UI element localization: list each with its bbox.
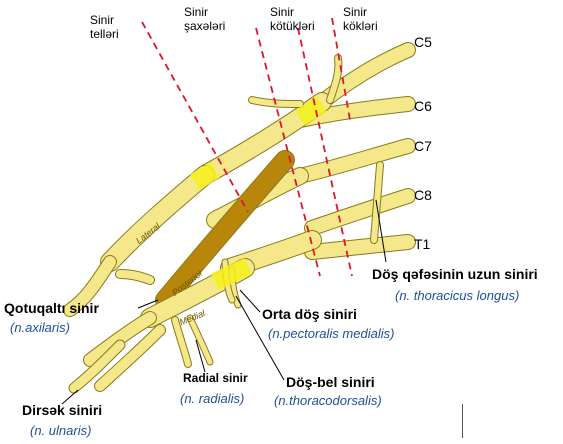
highlight-upper [295,96,327,126]
leader-radial [195,339,206,373]
latin-radial: (n. radialis) [180,391,245,406]
latin-long-thoracic: (n. thoracicus longus) [395,288,520,303]
root-label-c6: C6 [414,98,432,114]
latin-thoracodorsal: (n.thoracodorsalis) [274,393,382,408]
divider-terminal-branches [141,21,249,213]
zone-label-roots: Sinir kökləri [343,5,378,33]
branch-long-thoracic [371,162,383,243]
root-label-c7: C7 [414,138,432,154]
latin-ulnar: (n. ulnaris) [30,423,92,438]
label-pectoral-medial: Orta döş siniri [262,306,357,322]
label-radial: Radial sinir [183,371,248,385]
leader-ulnar [61,389,79,405]
leader-pectoral [239,289,261,313]
nerve-drawing [63,42,416,394]
leader-thoracodorsal [235,295,285,381]
label-thoracodorsal: Döş-bel siniri [286,374,375,390]
root-c8 [305,189,415,235]
label-axillary: Qotuqaltı sinir [4,300,99,316]
branch-axillary [116,270,154,284]
root-label-t1: T1 [414,236,431,252]
label-long-thoracic: Döş qəfəsinin uzun siniri [372,266,538,282]
zone-label-branches: Sinir şaxələri [184,5,226,33]
branch-medial-b [95,325,165,391]
branch-c6-upper [327,55,342,103]
leader-long-thoracic [375,199,387,263]
divider-trunks-roots [297,27,353,277]
highlight-lateral [190,162,220,190]
zone-divider-lines [141,17,353,277]
divider-roots [331,17,351,121]
latin-pectoral-medial: (n.pectoralis medialis) [268,326,395,341]
leader-lines [61,199,387,405]
divider-branches-trunks [255,27,321,277]
highlight-medial [211,257,252,291]
branch-medial-a [84,312,156,366]
branch-radial [172,317,191,367]
branch-suprascap [249,97,303,107]
zone-label-trunks: Sinir kötükləri [270,5,315,33]
root-label-c5: C5 [414,34,432,50]
cord-lateral [101,166,214,271]
root-c7 [293,139,415,183]
branch-radial-2 [187,315,213,365]
branch-ulnar [69,340,125,393]
root-t1 [305,235,415,259]
cord-posterior [156,151,294,309]
branch-lateral-term [64,256,116,316]
zone-label-terminal: Sinir telləri [90,13,119,41]
label-ulnar: Dirsək siniri [22,402,103,418]
latin-axillary: (n.axilaris) [10,320,70,335]
divider-mark [462,404,463,438]
root-label-c8: C8 [414,187,432,203]
leader-axillary [137,299,159,309]
